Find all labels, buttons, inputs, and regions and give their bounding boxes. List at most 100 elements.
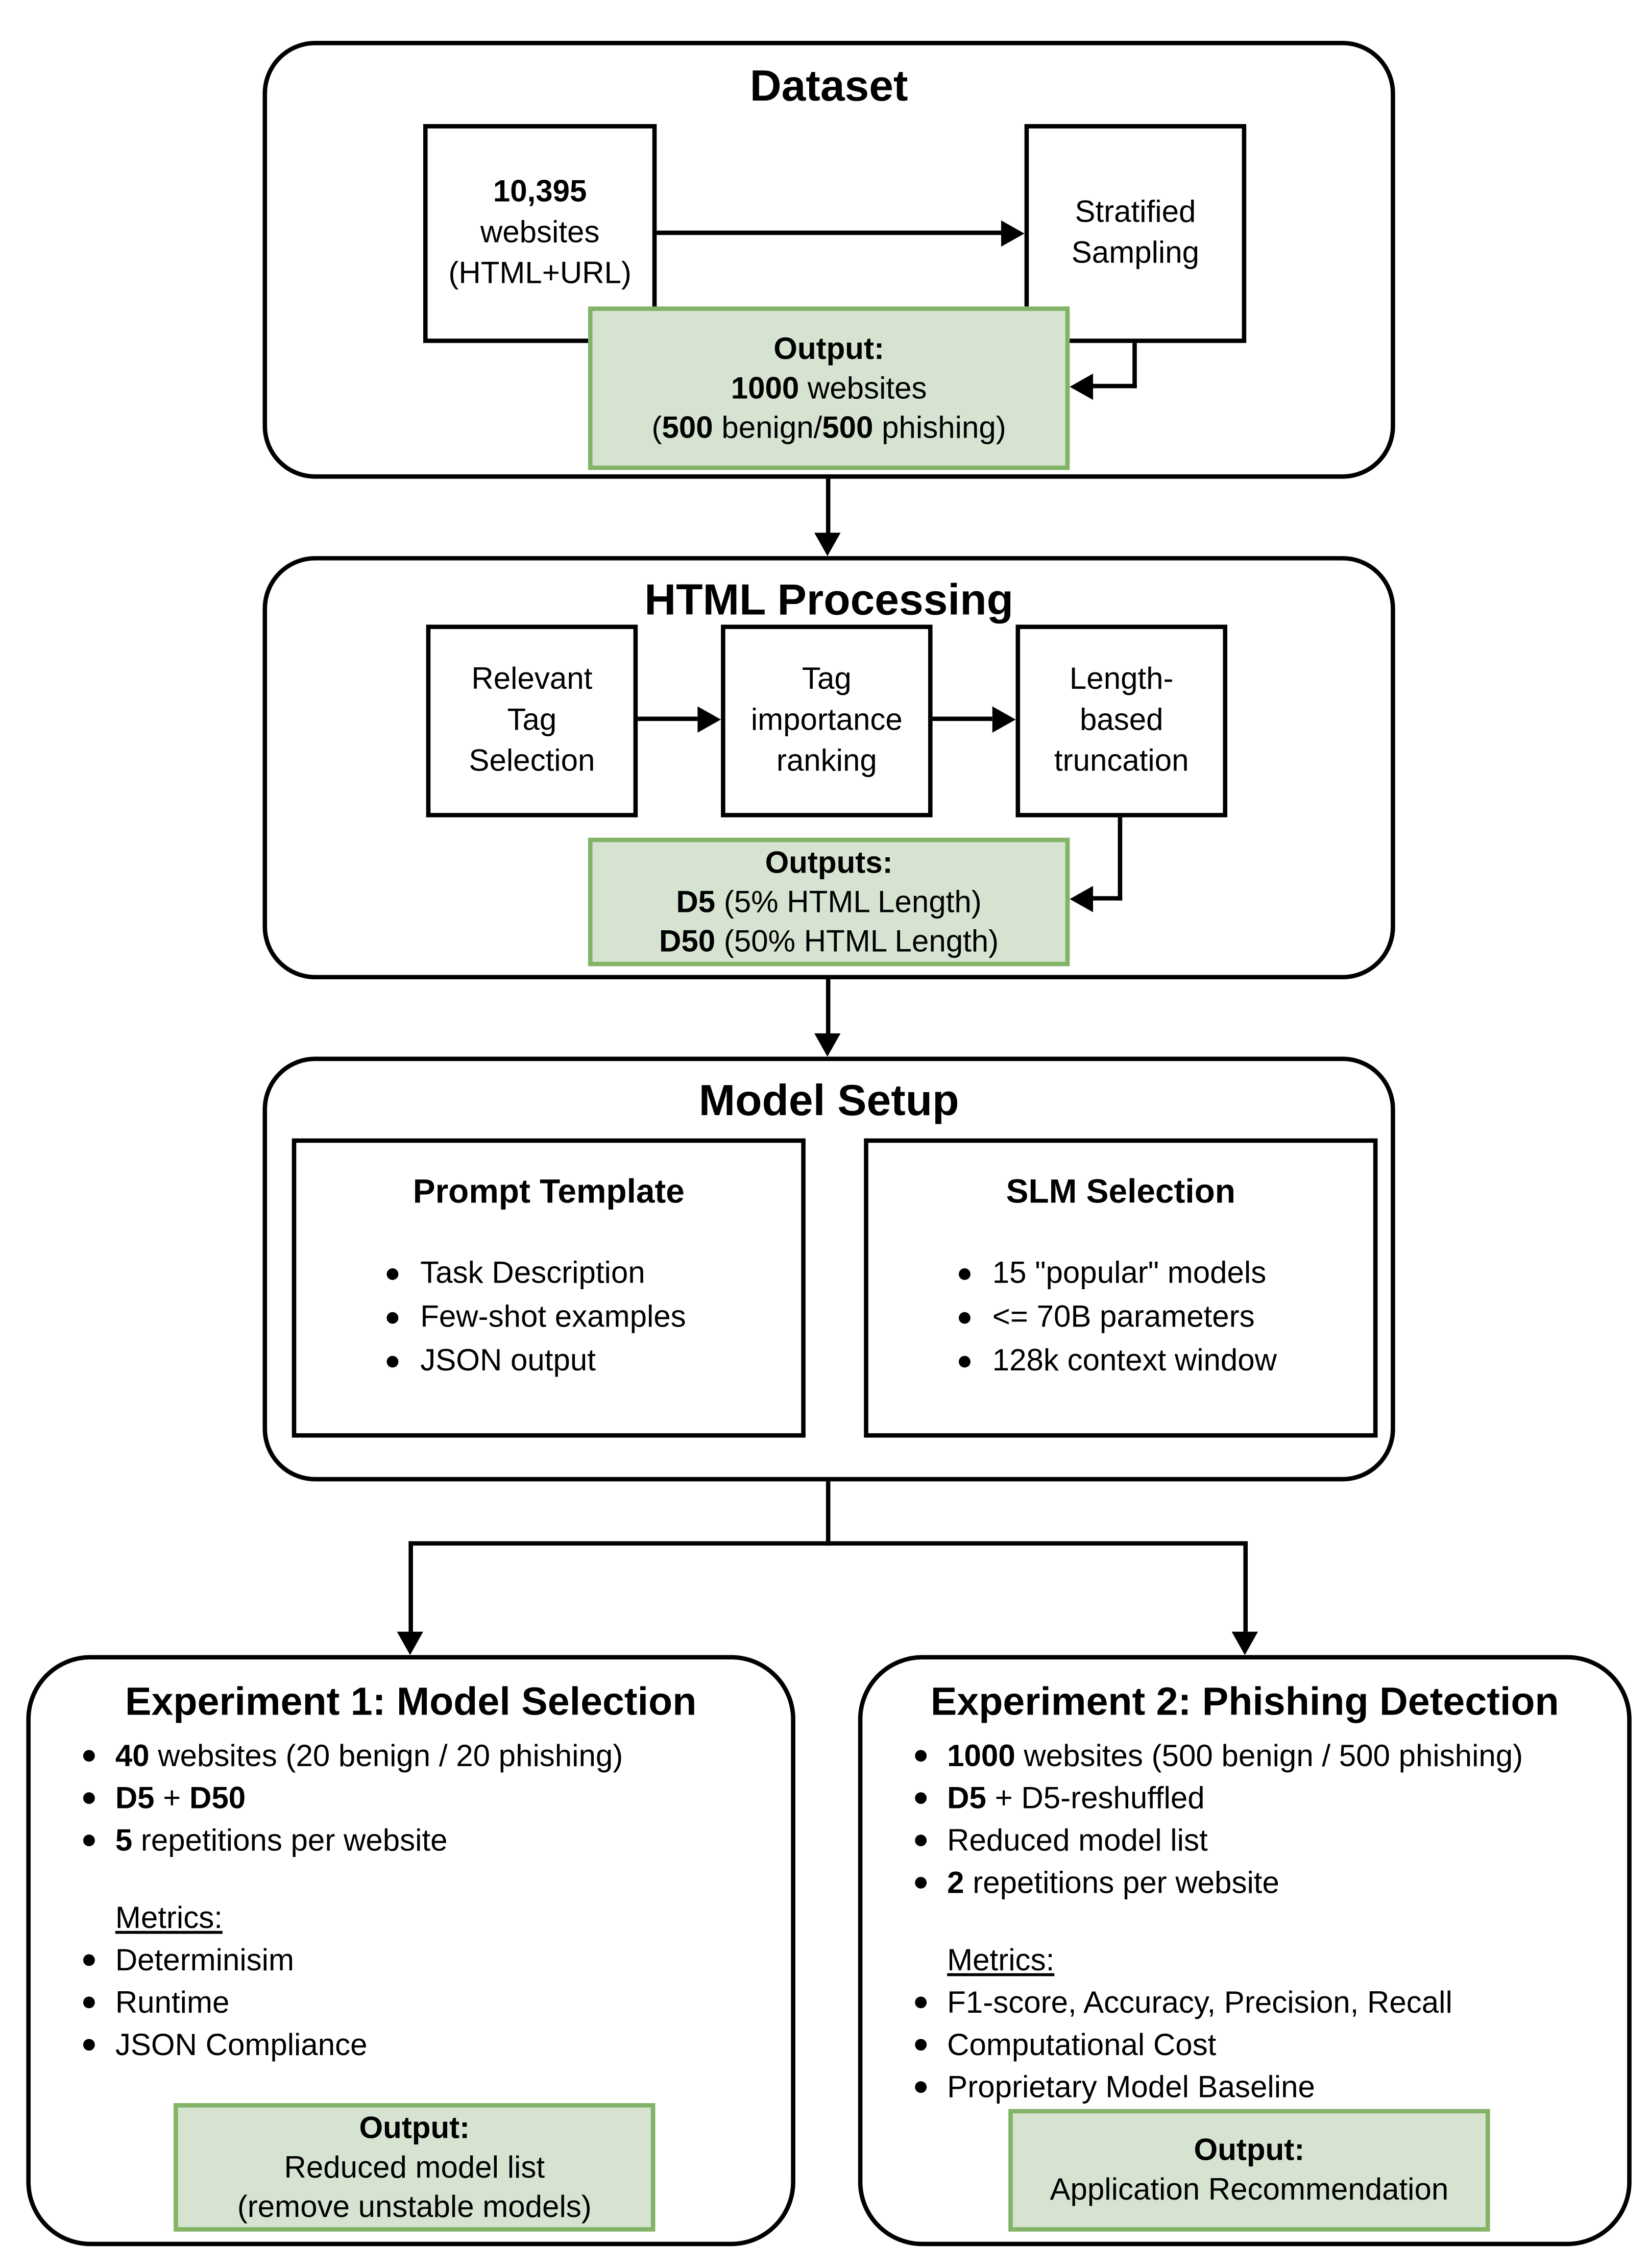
- list-item: 15 "popular" models: [959, 1252, 1373, 1296]
- bullet-dot: [915, 1996, 927, 2009]
- list-item: JSON Compliance: [83, 2024, 765, 2067]
- list-item-label: JSON Compliance: [115, 2029, 368, 2063]
- bullet-dot: [83, 1954, 95, 1966]
- connector-truncation-to-output: [1093, 896, 1123, 901]
- step3-line3: truncation: [1054, 744, 1189, 778]
- arrowhead-right-icon: [697, 706, 721, 733]
- list-item-label: Reduced model list: [947, 1824, 1208, 1858]
- connector-sampling-to-output: [1093, 383, 1137, 389]
- bullet-dot: [386, 1312, 399, 1324]
- bullet-dot: [915, 2039, 927, 2051]
- connector-step1-to-step2: [638, 716, 698, 721]
- branch-left-drop: [408, 1541, 413, 1632]
- arrowhead-left-icon: [1070, 373, 1094, 400]
- slm-selection-panel: SLM Selection 15 "popular" models <= 70B…: [864, 1138, 1378, 1438]
- list-item-label: 1000 websites (500 benign / 500 phishing…: [947, 1740, 1523, 1774]
- step1-line3: Selection: [469, 744, 595, 778]
- connector-sampling-down: [1132, 343, 1137, 389]
- bullet-dot: [915, 2081, 927, 2093]
- experiment1-output-line2: (remove unstable models): [237, 2190, 592, 2224]
- bullet-dot: [386, 1268, 399, 1280]
- step2-line3: ranking: [776, 744, 877, 778]
- tag-importance-ranking-box: Tag importance ranking: [721, 624, 933, 817]
- source-count: 10,395: [493, 175, 587, 209]
- arrowhead-down-icon: [1231, 1631, 1258, 1655]
- connector-dataset-to-htmlprocessing: [826, 478, 831, 536]
- arrowhead-right-icon: [1001, 220, 1025, 247]
- bullet-dot: [959, 1268, 971, 1280]
- step3-line1: Length-: [1069, 662, 1174, 696]
- sampling-line2: Sampling: [1071, 236, 1200, 270]
- list-item-label: Computational Cost: [947, 2029, 1217, 2063]
- experiment1-output-line1: Reduced model list: [284, 2150, 545, 2184]
- experiment1-section: Experiment 1: Model Selection 40 website…: [26, 1655, 795, 2247]
- bullet-dot: [915, 1835, 927, 1847]
- branch-stem: [826, 1481, 831, 1546]
- htmlproc-output-d5: D5 (5% HTML Length): [676, 885, 982, 919]
- bullet-dot: [83, 1750, 95, 1762]
- list-item: Determinisim: [83, 1940, 765, 1982]
- list-item: Few-shot examples: [386, 1296, 802, 1340]
- source-line2: websites: [480, 216, 600, 250]
- list-item: Computational Cost: [915, 2024, 1600, 2067]
- dataset-output-heading: Output:: [773, 332, 884, 366]
- list-item: 128k context window: [959, 1340, 1373, 1384]
- arrowhead-down-icon: [397, 1631, 423, 1655]
- source-line3: (HTML+URL): [448, 257, 632, 291]
- list-item-label: D5 + D50: [115, 1782, 246, 1816]
- bullet-dot: [83, 2039, 95, 2051]
- htmlproc-output-d50: D50 (50% HTML Length): [659, 924, 999, 958]
- list-item: JSON output: [386, 1340, 802, 1384]
- list-item-label: <= 70B parameters: [992, 1300, 1255, 1334]
- list-item-label: Determinisim: [115, 1944, 295, 1978]
- connector-step2-to-step3: [932, 716, 992, 721]
- connector-htmlprocessing-to-modelsetup: [826, 979, 831, 1036]
- list-item: Reduced model list: [915, 1820, 1600, 1863]
- list-item: Proprietary Model Baseline: [915, 2067, 1600, 2109]
- connector-truncation-down: [1118, 817, 1123, 901]
- step2-line2: importance: [750, 703, 903, 737]
- list-item-label: 5 repetitions per website: [115, 1824, 448, 1858]
- list-item: <= 70B parameters: [959, 1296, 1373, 1340]
- list-item: D5 + D50: [83, 1778, 765, 1820]
- experiment1-metrics-label: Metrics:: [115, 1901, 223, 1936]
- prompt-template-list: Task Description Few-shot examples JSON …: [386, 1252, 802, 1384]
- dataset-title: Dataset: [749, 62, 908, 111]
- dataset-output-box: Output: 1000 websites (500 benign/500 ph…: [588, 306, 1070, 470]
- list-item-label: 40 websites (20 benign / 20 phishing): [115, 1740, 623, 1774]
- length-based-truncation-box: Length- based truncation: [1015, 624, 1227, 817]
- bullet-dot: [915, 1750, 927, 1762]
- arrowhead-left-icon: [1070, 886, 1094, 912]
- list-item-label: D5 + D5-reshuffled: [947, 1782, 1205, 1816]
- list-item-label: 128k context window: [992, 1344, 1277, 1378]
- bullet-dot: [386, 1356, 399, 1368]
- dataset-output-line2: 1000 websites: [731, 371, 927, 405]
- relevant-tag-selection-box: Relevant Tag Selection: [426, 624, 638, 817]
- list-item-label: F1-score, Accuracy, Precision, Recall: [947, 1986, 1452, 2020]
- html-processing-output-box: Outputs: D5 (5% HTML Length) D50 (50% HT…: [588, 837, 1070, 967]
- connector-source-to-sampling: [657, 230, 1004, 235]
- list-item-label: Runtime: [115, 1986, 230, 2020]
- step1-line1: Relevant: [471, 662, 593, 696]
- bullet-dot: [83, 1835, 95, 1847]
- arrowhead-right-icon: [992, 706, 1016, 733]
- slm-selection-heading: SLM Selection: [1006, 1172, 1235, 1210]
- list-item: F1-score, Accuracy, Precision, Recall: [915, 1982, 1600, 2024]
- list-item: Runtime: [83, 1982, 765, 2024]
- bullet-dot: [959, 1312, 971, 1324]
- experiment2-title: Experiment 2: Phishing Detection: [930, 1680, 1559, 1724]
- experiment1-output-box: Output: Reduced model list (remove unsta…: [174, 2103, 656, 2232]
- experiment2-section: Experiment 2: Phishing Detection 1000 we…: [858, 1655, 1632, 2247]
- list-item-label: Few-shot examples: [420, 1300, 686, 1334]
- list-item-label: Proprietary Model Baseline: [947, 2071, 1315, 2105]
- branch-horizontal: [408, 1541, 1248, 1546]
- list-item: D5 + D5-reshuffled: [915, 1778, 1600, 1820]
- list-item-label: 2 repetitions per website: [947, 1867, 1279, 1900]
- experiment2-output-box: Output: Application Recommendation: [1008, 2109, 1490, 2232]
- experiment1-body: 40 websites (20 benign / 20 phishing) D5…: [83, 1735, 765, 2067]
- arrowhead-down-icon: [814, 1033, 841, 1057]
- list-item: 5 repetitions per website: [83, 1820, 765, 1863]
- list-item: Task Description: [386, 1252, 802, 1296]
- list-item-label: JSON output: [420, 1344, 596, 1378]
